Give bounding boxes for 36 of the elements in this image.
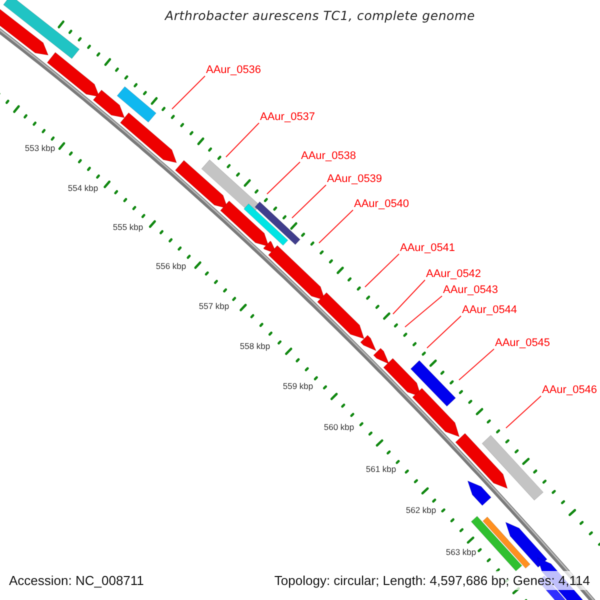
- position-label: 556 kbp: [156, 261, 186, 271]
- position-label: 555 kbp: [112, 222, 144, 232]
- position-label: 559 kbp: [282, 381, 314, 391]
- accession-text: Accession: NC_008711: [9, 573, 144, 588]
- gene-label: AAur_0542: [426, 268, 482, 281]
- leader-line: [292, 184, 326, 218]
- gene-label: AAur_0546: [542, 384, 598, 397]
- gene-label: AAur_0536: [206, 64, 262, 77]
- gene-label: AAur_0544: [462, 304, 518, 317]
- leader-line: [392, 280, 426, 314]
- leader-line: [364, 254, 400, 288]
- leader-line: [226, 122, 260, 158]
- gene-label: AAur_0540: [354, 198, 410, 211]
- genome-summary-text: Topology: circular; Length: 4,597,686 bp; Genes: 4,114: [272, 571, 592, 590]
- leader-line: [266, 162, 300, 194]
- gene-label: AAur_0541: [400, 242, 456, 255]
- leader-line: [506, 396, 542, 428]
- gene-label: AAur_0539: [327, 173, 382, 186]
- leader-line: [318, 210, 354, 244]
- leader-line: [426, 316, 462, 348]
- position-label: 557 kbp: [198, 301, 230, 311]
- position-label: 553 kbp: [24, 143, 56, 153]
- gene-label: AAur_0543: [443, 284, 498, 297]
- leader-line: [404, 296, 442, 328]
- position-label: 558 kbp: [240, 341, 270, 351]
- title: Arthrobacter aurescens TC1, complete genome: [164, 8, 476, 23]
- gene-label: AAur_0537: [260, 111, 316, 124]
- position-label: 563 kbp: [446, 547, 476, 557]
- gene-label: AAur_0545: [495, 337, 550, 350]
- position-label: 560 kbp: [324, 422, 354, 432]
- leader-line: [458, 348, 494, 380]
- position-label: 562 kbp: [406, 505, 436, 515]
- leader-line: [172, 76, 206, 110]
- position-label: 561 kbp: [366, 464, 396, 474]
- position-label: 554 kbp: [68, 183, 98, 193]
- gene-label: AAur_0538: [301, 150, 356, 163]
